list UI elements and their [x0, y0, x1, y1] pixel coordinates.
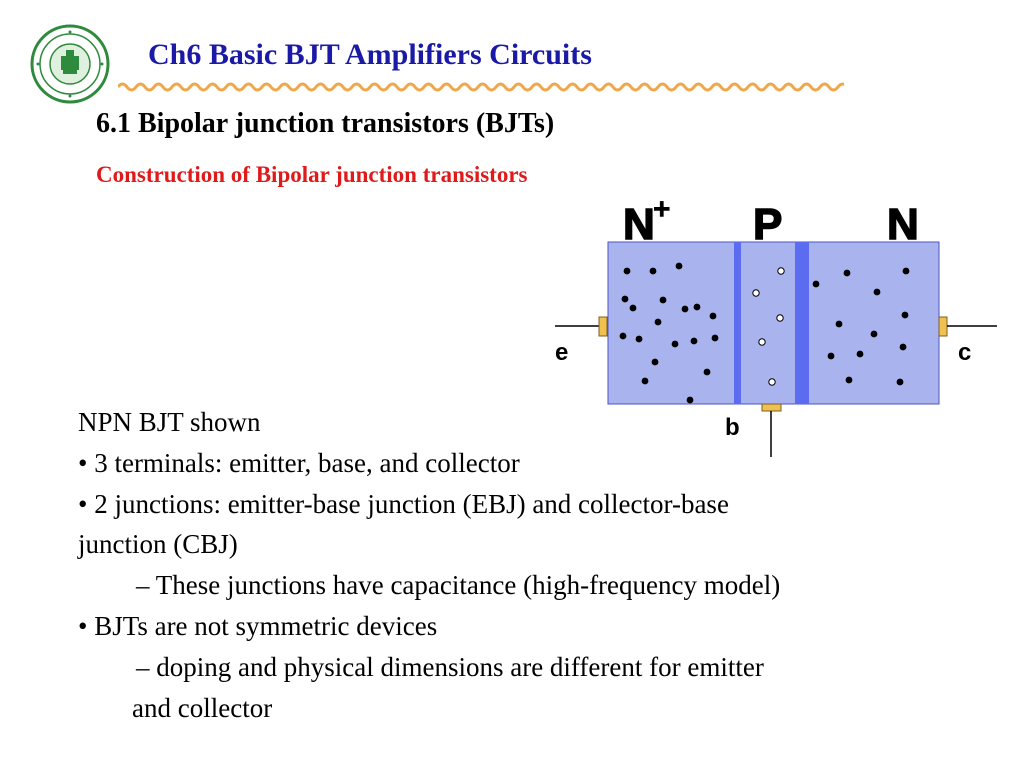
electron-dot: [896, 378, 904, 386]
body-line-6: • BJTs are not symmetric devices: [78, 610, 438, 641]
electron-dot: [845, 376, 853, 384]
electron-dot: [835, 320, 843, 328]
electron-dot: [635, 335, 643, 343]
emitter-contact: [598, 316, 608, 337]
electron-dot: [856, 350, 864, 358]
emitter-region-label: N: [623, 200, 655, 249]
electron-dot: [681, 305, 689, 313]
base-region-label: P: [753, 200, 782, 249]
base-terminal-label: b: [725, 414, 740, 441]
electron-dot: [901, 311, 909, 319]
electron-dot: [623, 267, 631, 275]
base-holes: [752, 267, 785, 386]
university-logo: [30, 24, 110, 104]
hole-dot: [777, 267, 785, 275]
emitter-doping-superscript: +: [653, 195, 671, 226]
collector-region-label: N: [887, 200, 919, 249]
body-line-4: junction (CBJ): [78, 529, 238, 560]
body-line-2: • 3 terminals: emitter, base, and collec…: [78, 447, 520, 478]
electron-dot: [621, 295, 629, 303]
electron-dot: [812, 280, 820, 288]
body-line-8: and collector: [132, 692, 273, 723]
electron-dot: [629, 304, 637, 312]
section-heading: 6.1 Bipolar junction transistors (BJTs): [96, 108, 555, 139]
electron-dot: [827, 352, 835, 360]
collector-base-junction: [795, 242, 809, 404]
electron-dot: [873, 288, 881, 296]
electron-dot: [703, 368, 711, 376]
electron-dot: [711, 334, 719, 342]
electron-dot: [690, 337, 698, 345]
collector-terminal-label: c: [958, 339, 971, 366]
npn-bjt-diagram: N + P N e c b: [555, 195, 997, 457]
electron-dot: [619, 332, 627, 340]
collector-contact: [938, 316, 948, 337]
electron-dot: [902, 267, 910, 275]
electron-dot: [659, 296, 667, 304]
electron-dot: [675, 262, 683, 270]
hole-dot: [768, 378, 776, 386]
body-line-3: • 2 junctions: emitter-base junction (EB…: [78, 488, 729, 519]
emitter-base-junction: [734, 242, 741, 404]
hole-dot: [758, 338, 766, 346]
body-line-1: NPN BJT shown: [78, 407, 261, 437]
collector-electrons: [812, 267, 910, 386]
electron-dot: [671, 340, 679, 348]
electron-dot: [870, 330, 878, 338]
slide-title: Ch6 Basic BJT Amplifiers Circuits: [148, 38, 592, 71]
electron-dot: [654, 318, 662, 326]
electron-dot: [693, 303, 701, 311]
electron-dot: [686, 396, 694, 404]
electron-dot: [641, 377, 649, 385]
body-line-5: – These junctions have capacitance (high…: [136, 570, 781, 601]
electron-dot: [651, 358, 659, 366]
hole-dot: [776, 314, 784, 322]
body-line-7: – doping and physical dimensions are dif…: [136, 651, 764, 682]
wavy-divider: [118, 82, 844, 92]
electron-dot: [843, 269, 851, 277]
electron-dot: [649, 267, 657, 275]
hole-dot: [752, 289, 760, 297]
body-text: NPN BJT shown • 3 terminals: emitter, ba…: [78, 402, 978, 728]
emitter-electrons: [619, 262, 719, 404]
subheading: Construction of Bipolar junction transis…: [96, 162, 528, 187]
electron-dot: [899, 343, 907, 351]
emitter-terminal-label: e: [555, 339, 568, 366]
electron-dot: [709, 312, 717, 320]
